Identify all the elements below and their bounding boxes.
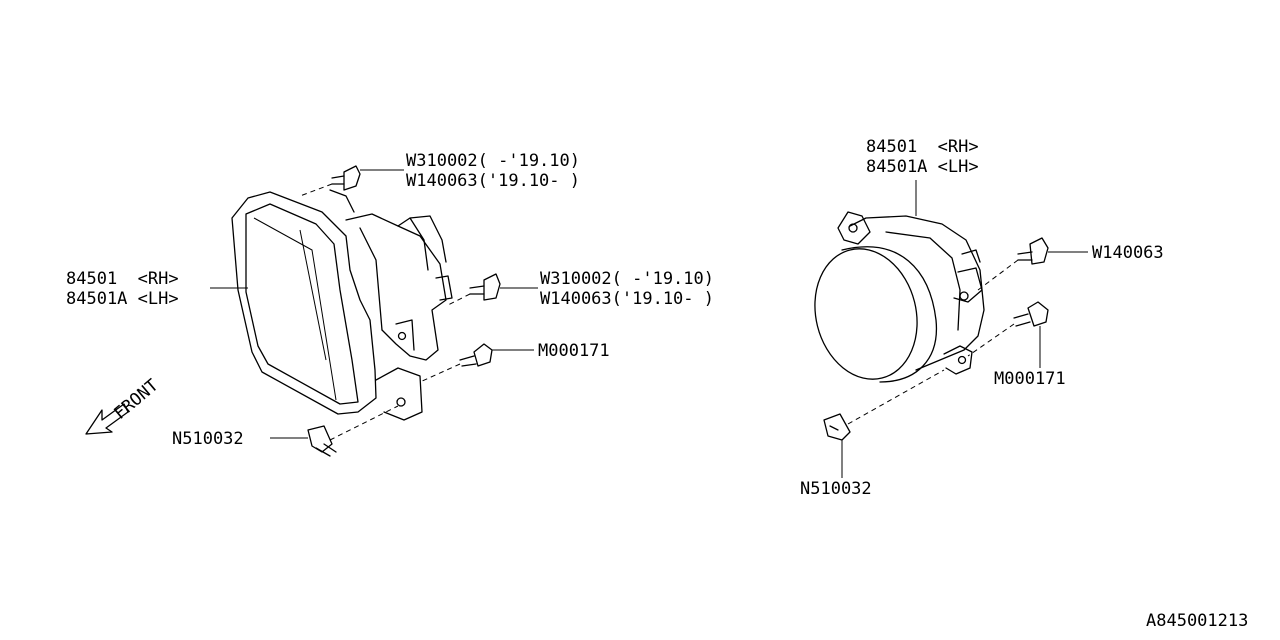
left-screw-label: M000171 xyxy=(538,341,610,361)
left-upper-fastener-label-b: W140063('19.10- ) xyxy=(406,171,580,191)
left-screw-icon xyxy=(419,343,534,383)
left-mid-fastener-icon xyxy=(445,273,538,307)
front-arrow-icon xyxy=(85,403,129,435)
right-screw-icon xyxy=(967,301,1049,368)
left-upper-fastener-label-a: W310002( -'19.10) xyxy=(406,151,580,171)
left-part-number-rh: 84501 <RH> xyxy=(66,269,179,289)
left-part-number-lh: 84501A <LH> xyxy=(66,289,179,309)
right-clip-icon xyxy=(823,369,945,478)
front-label: FRONT xyxy=(110,376,162,424)
left-fog-lamp-illustration xyxy=(231,189,453,421)
right-fog-lamp-illustration xyxy=(814,211,985,383)
left-mid-fastener-label-a: W310002( -'19.10) xyxy=(540,269,714,289)
right-part-number-rh: 84501 <RH> xyxy=(866,137,979,157)
left-clip-label: N510032 xyxy=(172,429,244,449)
right-clip-label: N510032 xyxy=(800,479,872,499)
right-screw-label: M000171 xyxy=(994,369,1066,389)
left-clip-icon xyxy=(270,405,399,457)
right-part-number-lh: 84501A <LH> xyxy=(866,157,979,177)
right-fastener-label: W140063 xyxy=(1092,243,1164,263)
diagram-id: A845001213 xyxy=(1146,611,1248,631)
right-fastener-icon xyxy=(977,237,1088,291)
left-mid-fastener-label-b: W140063('19.10- ) xyxy=(540,289,714,309)
left-upper-fastener-icon xyxy=(299,165,404,197)
